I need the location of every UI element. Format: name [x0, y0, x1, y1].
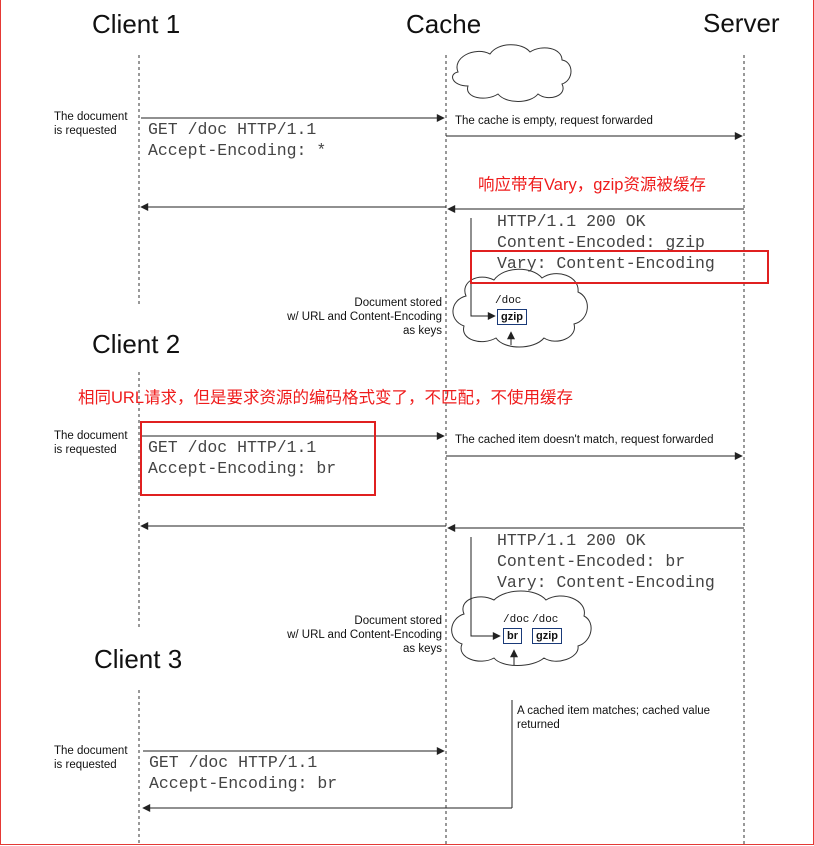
highlight-vary-header: [470, 250, 769, 284]
note-doc-stored-2: Document stored w/ URL and Content-Encod…: [287, 615, 442, 655]
actor-server: Server: [703, 8, 780, 38]
annotation-vary-gzip-cached: 响应带有Vary，gzip资源被缓存: [478, 176, 706, 194]
actor-client1: Client 1: [92, 9, 181, 39]
actor-client2: Client 2: [92, 329, 181, 359]
cache-entry-2-path-br: /doc: [503, 614, 530, 626]
note-cache-empty: The cache is empty, request forwarded: [455, 115, 653, 127]
cache-key-gzip-2: gzip: [532, 628, 562, 644]
cache-cloud-top: [452, 44, 572, 102]
note-doc-stored-1: Document stored w/ URL and Content-Encod…: [287, 297, 442, 337]
annotation-same-url-no-match: 相同URL请求，但是要求资源的编码格式变了，不匹配，不使用缓存: [78, 389, 574, 407]
cache-entry-1-path: /doc: [495, 295, 522, 307]
note-doc-requested-2: The document is requested: [54, 430, 128, 456]
cache-entry-2-path-gzip: /doc: [532, 614, 559, 626]
http-request-2: GET /doc HTTP/1.1 Accept-Encoding: br: [148, 438, 337, 478]
note-cached-match: A cached item matches; cached value retu…: [517, 705, 711, 731]
cache-cloud-store-1: [452, 268, 588, 348]
actor-cache: Cache: [406, 9, 482, 39]
note-cached-no-match: The cached item doesn't match, request f…: [455, 434, 714, 446]
http-request-1: GET /doc HTTP/1.1 Accept-Encoding: *: [148, 120, 327, 160]
note-doc-requested-1: The document is requested: [54, 111, 128, 137]
http-response-2: HTTP/1.1 200 OK Content-Encoded: br Vary…: [497, 531, 715, 592]
cache-key-br: br: [503, 628, 522, 644]
arrow-store-2: [470, 537, 501, 640]
cache-key-gzip-1: gzip: [497, 309, 527, 325]
note-doc-requested-3: The document is requested: [54, 745, 128, 771]
actor-client3: Client 3: [94, 644, 183, 674]
http-request-3: GET /doc HTTP/1.1 Accept-Encoding: br: [149, 753, 338, 793]
http-response-1: HTTP/1.1 200 OK Content-Encoded: gzip Va…: [497, 212, 715, 273]
highlight-request-2: [140, 421, 376, 496]
